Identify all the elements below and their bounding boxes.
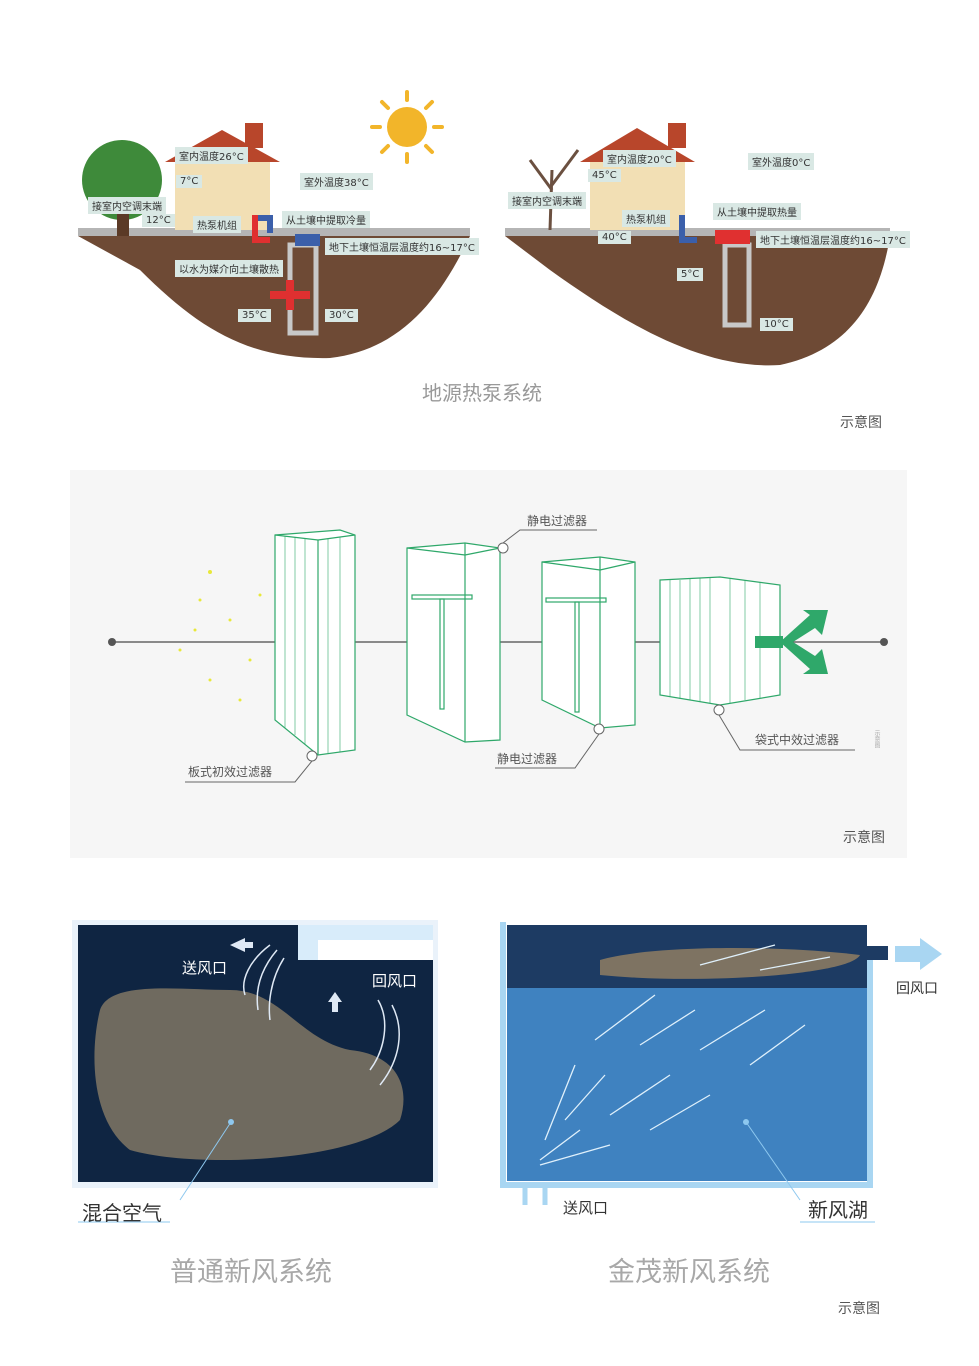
summer-indoor-temp: 室内温度26°C [175, 147, 248, 164]
summer-terminal: 接室内空调末端 [88, 197, 166, 214]
ventilation-note: 示意图 [838, 1301, 880, 1317]
fresh-air-lake-label: 新风湖 [808, 1198, 868, 1222]
winter-in-temp: 10°C [760, 318, 793, 331]
winter-unit: 热泵机组 [622, 210, 670, 227]
summer-extract: 从土壤中提取冷量 [282, 211, 370, 228]
geothermal-title: 地源热泵系统 [422, 381, 542, 405]
winter-outdoor-temp: 室外温度0°C [748, 153, 815, 170]
primary-filter-label: 板式初效过滤器 [188, 765, 273, 779]
winter-ground-temp: 地下土壤恒温层温度约16~17°C [756, 231, 910, 248]
electrostatic-filter-label-bottom: 静电过滤器 [497, 752, 558, 766]
mixed-air-cloud [94, 988, 404, 1160]
summer-supply-temp: 7°C [176, 175, 203, 188]
summer-ground-temp: 地下土壤恒温层温度约16~17°C [325, 238, 479, 255]
primary-filter [274, 529, 356, 756]
ordinary-return-label: 回风口 [372, 972, 418, 990]
electrostatic-filter-1 [406, 542, 501, 743]
sun-icon [370, 90, 444, 164]
winter-extract: 从土壤中提取热量 [713, 203, 801, 220]
ventilation-illustration [78, 922, 942, 1223]
winter-out-temp: 5°C [677, 268, 704, 281]
side-note: 示意图 [873, 730, 880, 748]
jinmao-return-label: 回风口 [896, 981, 938, 997]
electrostatic-filter-2 [541, 556, 636, 729]
winter-ground [505, 236, 890, 366]
ordinary-supply-label: 送风口 [182, 959, 228, 977]
airflow-arrow-icon [755, 610, 828, 674]
summer-dissipate: 以水为媒介向土壤散热 [175, 260, 283, 277]
ordinary-title: 普通新风系统 [170, 1257, 332, 1288]
summer-in-temp: 30°C [325, 309, 358, 322]
geothermal-note: 示意图 [840, 415, 882, 431]
electrostatic-filter-label-top: 静电过滤器 [527, 514, 588, 528]
bag-filter-label: 袋式中效过滤器 [755, 733, 840, 747]
summer-outdoor-temp: 室外温度38°C [300, 173, 373, 190]
filter-illustration [108, 529, 888, 783]
bag-filter [659, 576, 781, 706]
winter-terminal: 接室内空调末端 [508, 192, 586, 209]
summer-unit: 热泵机组 [193, 216, 241, 233]
winter-indoor-temp: 室内温度20°C [603, 150, 676, 167]
jinmao-title: 金茂新风系统 [608, 1257, 770, 1288]
mixed-air-label: 混合空气 [82, 1201, 162, 1225]
summer-return-temp: 12°C [142, 214, 175, 227]
summer-out-temp: 35°C [238, 309, 271, 322]
filter-note: 示意图 [843, 830, 885, 846]
jinmao-supply-label: 送风口 [563, 1199, 609, 1217]
winter-supply-temp: 45°C [588, 169, 621, 182]
winter-return-temp: 40°C [598, 231, 631, 244]
